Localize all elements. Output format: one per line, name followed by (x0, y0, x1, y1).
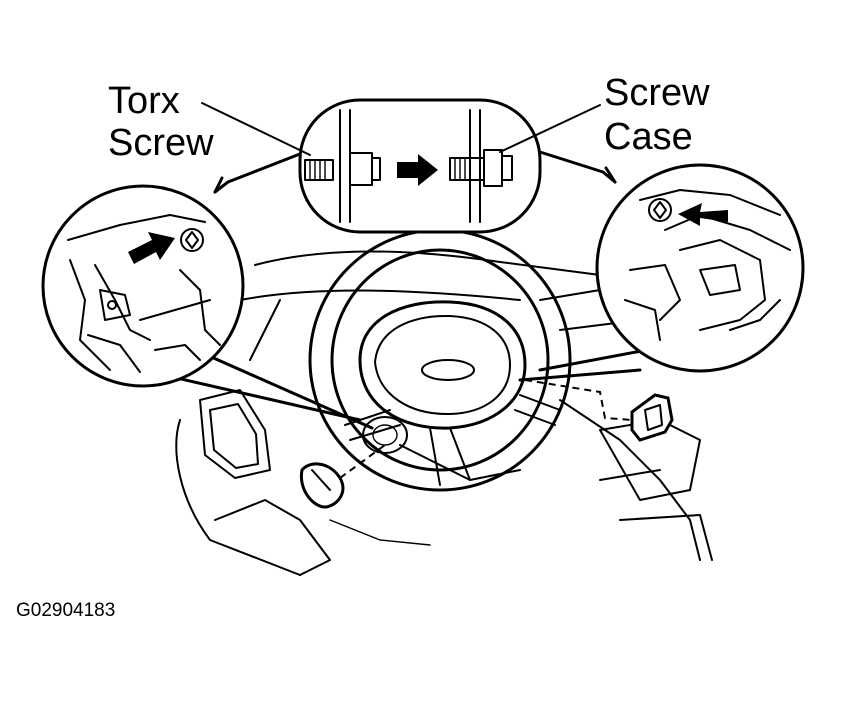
figure-code: G02904183 (16, 600, 116, 621)
torx-screw-label-line1: Torx (108, 80, 180, 122)
screw-detail-callout (213, 98, 617, 234)
connector-part (299, 444, 386, 509)
steering-wheel (308, 228, 572, 492)
torx-screw-label-line2: Screw (108, 122, 214, 164)
label-leaders (201, 102, 601, 156)
screw-case-label-line1: Screw (604, 72, 710, 114)
right-detail-circle (518, 163, 805, 382)
module-part (524, 379, 674, 442)
left-detail-circle (41, 184, 374, 430)
screw-case-label-line2: Case (604, 116, 693, 158)
dashboard-outline (175, 250, 713, 576)
